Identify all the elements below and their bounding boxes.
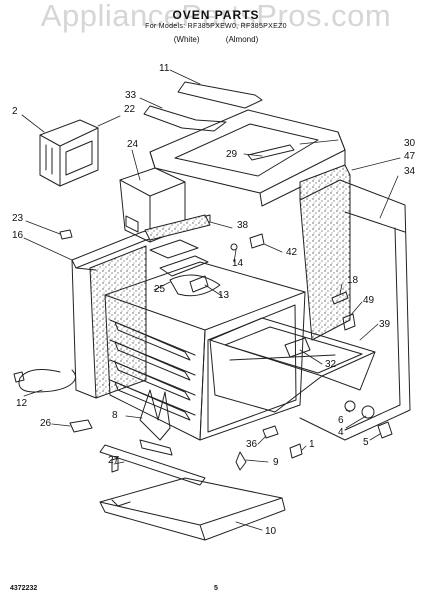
callout-38: 38 xyxy=(237,220,249,231)
color-white: (White) xyxy=(173,35,200,44)
callout-24: 24 xyxy=(127,139,139,150)
callout-30: 30 xyxy=(404,138,416,149)
color-variants: (White) (Almond) xyxy=(0,35,432,44)
callout-8: 8 xyxy=(112,410,118,421)
part-18-probe-jack xyxy=(331,291,349,305)
callout-16: 16 xyxy=(12,230,24,241)
callout-27: 27 xyxy=(108,455,120,466)
part-12-power-cord xyxy=(13,369,76,393)
callout-32: 32 xyxy=(325,359,337,370)
part-32-shield xyxy=(284,337,311,358)
callout-25: 25 xyxy=(154,284,166,295)
part-1-switch xyxy=(289,443,303,459)
part-9-hinge xyxy=(235,451,247,471)
part-39-oven-rack xyxy=(209,317,376,413)
part-14-screw xyxy=(230,243,238,251)
part-6-knob xyxy=(344,400,356,412)
part-10-bottom-panel xyxy=(99,477,286,541)
document-number: 4372232 xyxy=(10,585,38,592)
callout-9: 9 xyxy=(273,457,279,468)
callout-10: 10 xyxy=(265,526,277,537)
callout-1: 1 xyxy=(309,439,315,450)
hardware-parts xyxy=(59,229,393,473)
leader-lines xyxy=(21,69,401,531)
callout-47: 47 xyxy=(404,151,416,162)
callout-6: 6 xyxy=(338,415,344,426)
part-34-right-side-panel xyxy=(299,179,411,441)
callout-23: 23 xyxy=(12,213,24,224)
callout-29: 29 xyxy=(226,149,238,160)
part-4-knob xyxy=(361,405,375,419)
part-36-bracket xyxy=(262,425,279,439)
callout-34: 34 xyxy=(404,166,416,177)
part-33-brace xyxy=(143,105,227,132)
page-title: OVEN PARTS xyxy=(172,8,260,22)
part-5-knob xyxy=(377,421,393,439)
callout-12: 12 xyxy=(16,398,28,409)
part-42-bracket xyxy=(249,233,265,249)
part-27-screw xyxy=(111,457,119,473)
part-23-clip xyxy=(59,229,73,240)
part-24-vent-duct xyxy=(119,167,186,243)
part-25-broil-element xyxy=(149,239,221,297)
part-29-bracket xyxy=(247,144,295,161)
part-47-insulation-right xyxy=(299,164,351,341)
part-16-left-side-panel xyxy=(71,214,211,399)
callout-11: 11 xyxy=(159,63,170,74)
callout-49: 49 xyxy=(363,295,375,306)
callout-13: 13 xyxy=(218,290,230,301)
part-26-strip xyxy=(69,419,206,486)
callout-14: 14 xyxy=(232,258,244,269)
part-49-clip xyxy=(342,313,356,331)
callout-33: 33 xyxy=(125,90,137,101)
color-almond: (Almond) xyxy=(225,35,259,44)
watermark-logo: AppliancePartsPros.com xyxy=(40,0,392,33)
callout-36: 36 xyxy=(246,439,258,450)
callout-2: 2 xyxy=(12,106,18,117)
callout-22: 22 xyxy=(124,104,136,115)
callout-4: 4 xyxy=(338,427,344,438)
callout-5: 5 xyxy=(363,437,369,448)
callout-18: 18 xyxy=(347,275,359,286)
callout-39: 39 xyxy=(379,319,391,330)
callout-42: 42 xyxy=(286,247,298,258)
part-38-insulation xyxy=(144,214,211,241)
model-numbers: For Models: RF385PXEW0, RF385PXEZ0 xyxy=(145,23,287,30)
page-number: 5 xyxy=(214,585,218,592)
part-11-top-strap xyxy=(177,81,263,109)
part-2-vent-box xyxy=(39,119,99,187)
part-8-bake-element xyxy=(139,389,173,456)
callout-26: 26 xyxy=(40,418,52,429)
